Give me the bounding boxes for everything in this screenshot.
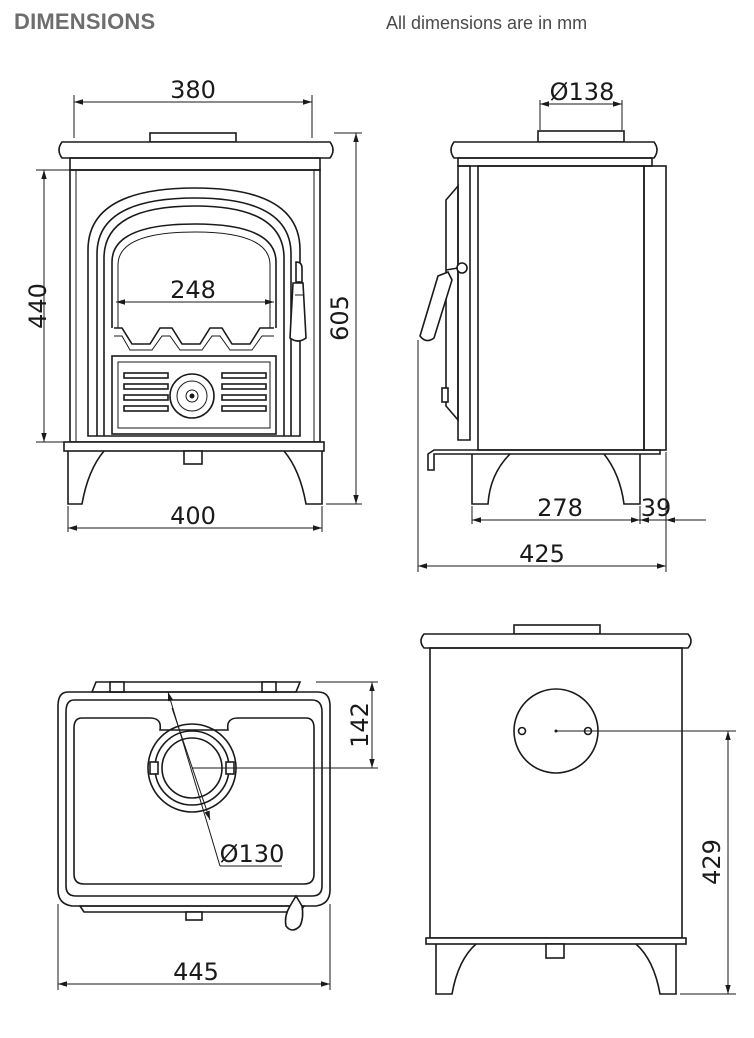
front-glass — [111, 223, 277, 328]
dim-label-top-width: 445 — [173, 958, 219, 986]
page-title: DIMENSIONS — [14, 9, 156, 34]
units-note: All dimensions are in mm — [386, 13, 588, 33]
dim-label-firebox-width: 248 — [170, 276, 216, 304]
front-ash-panel — [111, 355, 277, 435]
dim-label-front-total-height: 605 — [326, 295, 354, 341]
dim-label-side-flue: Ø138 — [550, 78, 615, 106]
rear-right-leg — [635, 943, 677, 995]
side-dimensions: Ø138 278 39 425 — [417, 78, 706, 572]
side-front-leg — [471, 453, 511, 505]
rear-flue-collar — [513, 624, 601, 635]
rear-body — [429, 647, 683, 939]
dim-label-top-flue-diameter: Ø130 — [220, 840, 285, 868]
front-view — [58, 132, 334, 505]
dim-label-rear-outlet-height: 429 — [698, 839, 726, 885]
rear-dimensions: 429 — [556, 730, 736, 995]
side-plinth — [427, 449, 661, 471]
rear-view — [420, 624, 692, 995]
side-rear-panel — [643, 165, 667, 451]
rear-plinth — [425, 937, 687, 945]
side-top-plate — [450, 141, 658, 159]
front-top-plate — [58, 141, 334, 159]
front-fire-bars — [114, 327, 274, 345]
dim-label-front-body-height: 440 — [24, 283, 52, 329]
side-flue-collar — [537, 130, 625, 143]
dim-label-side-leg-span: 278 — [537, 494, 583, 522]
front-door-handle — [295, 261, 303, 283]
top-plate-recess — [73, 717, 315, 885]
side-body — [477, 165, 645, 451]
front-plinth — [63, 441, 325, 452]
front-left-leg — [67, 450, 105, 505]
dim-label-top-flue-offset: 142 — [346, 702, 374, 748]
dim-label-side-rear-offset: 39 — [641, 494, 672, 522]
rear-top-plate — [420, 633, 692, 649]
front-door-frame — [87, 187, 301, 437]
side-door-edge — [457, 165, 471, 441]
front-vent-slats — [123, 372, 267, 412]
dim-label-front-top-width: 380 — [170, 76, 216, 104]
dim-top-flue-diameter — [171, 707, 211, 821]
side-door-handle — [419, 270, 453, 342]
front-right-leg — [283, 450, 323, 505]
front-flue-collar — [149, 132, 237, 143]
top-outline — [57, 691, 331, 907]
side-rear-leg — [603, 453, 641, 505]
top-handle — [284, 894, 304, 931]
top-view — [57, 681, 331, 931]
side-handle-pivot — [456, 262, 468, 274]
dim-label-side-depth: 425 — [519, 540, 565, 568]
front-dimensions: 380 440 605 248 400 — [24, 76, 362, 532]
top-dimensions: 142 Ø130 445 — [57, 681, 378, 990]
side-view — [419, 130, 667, 505]
rear-left-leg — [435, 943, 477, 995]
dim-label-front-base-width: 400 — [170, 502, 216, 530]
